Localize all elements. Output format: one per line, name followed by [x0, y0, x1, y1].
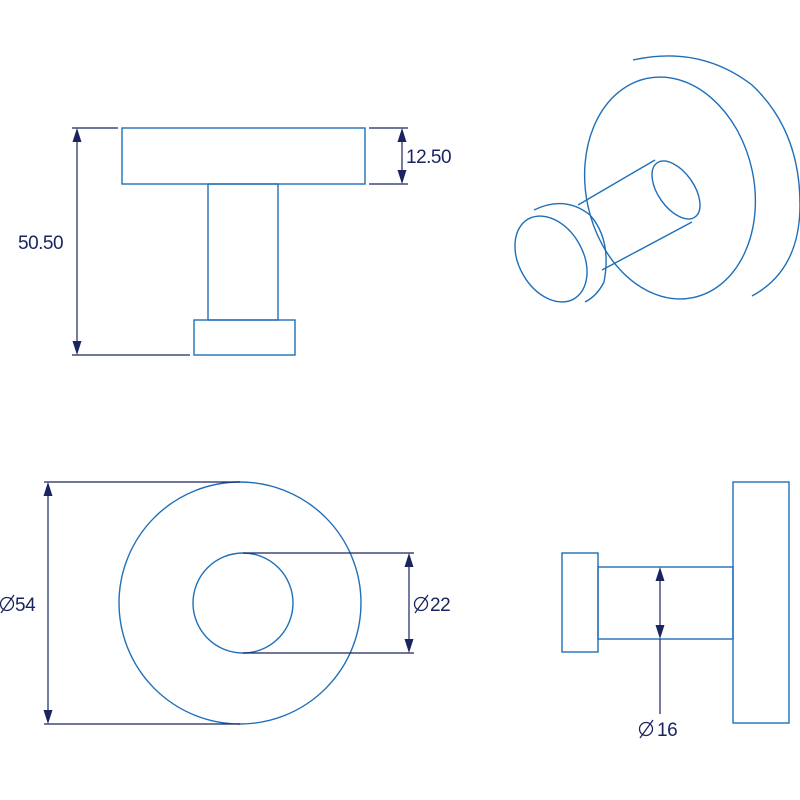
arrow-head-down	[43, 710, 53, 724]
side-view: 16	[561, 481, 790, 741]
arrow-head-down	[404, 639, 414, 653]
iso-stem-end	[651, 160, 701, 220]
arrow-head-up	[655, 567, 665, 581]
iso-knob-face	[514, 215, 588, 303]
iso-plate-rim	[632, 55, 800, 297]
arrow-head-up	[72, 128, 82, 142]
diameter-symbol-icon	[413, 594, 429, 614]
dimension-knob-diameter: 22	[243, 552, 451, 654]
arrow-head-up	[397, 128, 407, 142]
side-view-base-plate	[732, 481, 790, 724]
dimension-label: 54	[15, 595, 36, 616]
dimension-label: 12.50	[406, 147, 451, 168]
side-view-knob	[561, 552, 599, 653]
front-view: 50.50 12.50	[18, 127, 452, 356]
top-view: 54 22	[0, 481, 451, 725]
top-view-base-circle	[118, 481, 362, 725]
iso-stem-edge-top	[577, 159, 656, 206]
side-view-stem	[597, 566, 734, 640]
dimension-base-thickness: 12.50	[369, 127, 452, 185]
arrow-head-down	[397, 170, 407, 184]
diameter-symbol-icon	[638, 719, 654, 739]
diameter-symbol-icon	[0, 594, 15, 614]
front-view-knob	[193, 319, 296, 356]
iso-stem-edge-bottom	[601, 221, 693, 271]
dimension-label: 50.50	[18, 233, 63, 254]
arrow-head-down	[655, 625, 665, 639]
iso-plate-face	[583, 76, 757, 300]
isometric-view	[514, 55, 800, 303]
dimension-label: 22	[430, 595, 450, 616]
dimension-label: 16	[657, 720, 677, 741]
dimension-total-height: 50.50	[18, 127, 190, 356]
arrow-head-up	[43, 482, 53, 496]
arrow-head-down	[72, 341, 82, 355]
front-view-base-plate	[121, 127, 366, 185]
top-view-knob-circle	[192, 552, 294, 654]
iso-knob-rim	[533, 202, 607, 303]
dimension-stem-diameter: 16	[638, 567, 678, 741]
front-view-stem	[207, 183, 279, 321]
dimension-base-diameter: 54	[0, 481, 240, 725]
arrow-head-up	[404, 553, 414, 567]
